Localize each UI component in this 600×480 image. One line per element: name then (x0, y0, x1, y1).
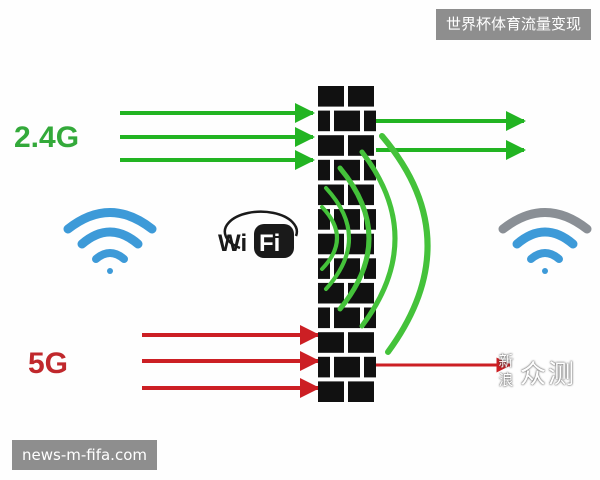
wifi-signal-icon-right (498, 208, 592, 274)
signal-wave-5 (379, 133, 431, 355)
watermark-bottom-left: news-m-fifa.com (12, 440, 157, 470)
band-label-5g: 5G (28, 347, 69, 380)
watermark-brand-square: 新 浪 (496, 352, 516, 392)
signal-wave-3 (337, 165, 372, 312)
wifi-logo-text-fi: Fi (259, 230, 280, 257)
signal-waves-24g (320, 133, 431, 355)
wifi-logo: Wi Fi (218, 210, 299, 258)
signal-wave-2 (324, 186, 351, 291)
arrows-24g-outgoing (376, 111, 526, 160)
watermark-brand-char-2: 浪 (498, 371, 514, 389)
watermark-brand-word: 众测 (520, 360, 577, 390)
signal-wave-4 (359, 149, 398, 329)
arrows-24g-incoming (120, 103, 315, 170)
watermark-top-right: 世界杯体育流量变现 (435, 9, 591, 40)
signal-wave-1 (320, 205, 339, 271)
arrows-5g-incoming (142, 325, 320, 398)
wifi-signal-icon-left (63, 208, 157, 274)
band-label-24g: 2.4G (14, 121, 80, 154)
wifi-logo-text-wi: Wi (218, 230, 247, 257)
watermark-brand-char-1: 新 (498, 352, 514, 370)
watermark-brand: 新 浪 众测 (496, 352, 596, 396)
